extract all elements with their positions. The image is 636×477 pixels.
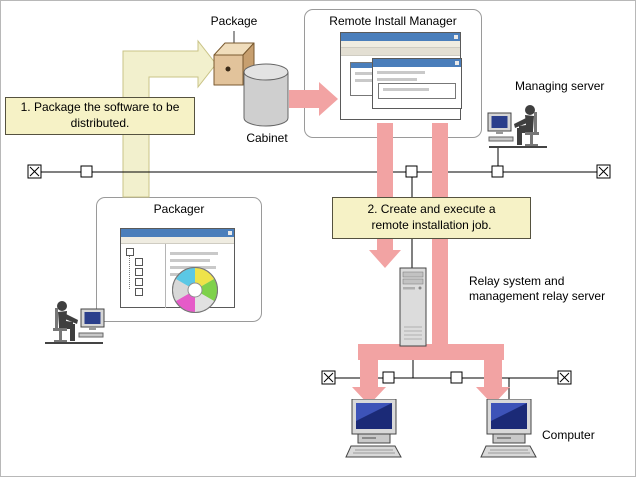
network-node-icon: [450, 371, 463, 384]
text-line: [377, 71, 425, 74]
rim-to-relay-arrow-icon: [369, 123, 401, 268]
network-terminator-icon: [596, 164, 611, 179]
network-terminator-icon: [557, 370, 572, 385]
computer-label: Computer: [542, 428, 595, 442]
text-line: [383, 88, 429, 91]
desktop-computer-icon: [345, 399, 402, 458]
tree-node-icon: [126, 248, 134, 256]
step2-callout: 2. Create and execute a remote installat…: [332, 197, 531, 239]
text-line: [377, 78, 417, 81]
package-label: Package: [210, 14, 258, 28]
cabinet-cylinder-icon: [243, 63, 289, 127]
window-menubar: [121, 237, 234, 244]
network-node-icon: [80, 165, 93, 178]
window-close-icon: [228, 231, 232, 235]
tree-node-icon: [135, 288, 143, 296]
package-tree-pane: [121, 244, 166, 308]
remote-install-manager-label: Remote Install Manager: [329, 14, 457, 28]
window-titlebar: [121, 229, 234, 237]
window-titlebar: [341, 33, 460, 41]
cd-disc-icon: [172, 267, 218, 313]
window-close-icon: [454, 35, 458, 39]
network-node-icon: [491, 165, 504, 178]
window-menubar: [341, 41, 460, 48]
managing-server-label: Managing server: [515, 79, 605, 93]
network-node-icon: [382, 371, 395, 384]
person-workstation-icon: [487, 105, 547, 148]
cabinet-label: Cabinet: [246, 131, 288, 145]
text-line: [170, 252, 218, 255]
packager-operator: [45, 301, 105, 344]
step1-callout: 1. Package the software to be distribute…: [5, 97, 195, 135]
network-terminator-icon: [27, 164, 42, 179]
server-tower-icon: [399, 267, 427, 347]
tree-node-icon: [135, 268, 143, 276]
network-terminator-icon: [321, 370, 336, 385]
window-close-icon: [455, 61, 459, 65]
text-line: [170, 259, 210, 262]
tree-branch-lines: [129, 251, 130, 289]
window-toolbar: [341, 48, 460, 56]
tree-node-icon: [135, 258, 143, 266]
desktop-computer-icon: [480, 399, 537, 458]
window-titlebar: [373, 59, 461, 67]
rim-dialog-window-icon: [372, 58, 462, 109]
relay-system-label: Relay system and management relay server: [469, 274, 606, 303]
packager-label: Packager: [153, 202, 205, 216]
tree-node-icon: [135, 278, 143, 286]
managing-server-operator: [487, 105, 547, 148]
network-node-icon: [405, 165, 418, 178]
person-workstation-icon: [45, 301, 105, 344]
dialog-list-panel: [378, 83, 456, 99]
arrow-branch-band: [358, 344, 504, 360]
